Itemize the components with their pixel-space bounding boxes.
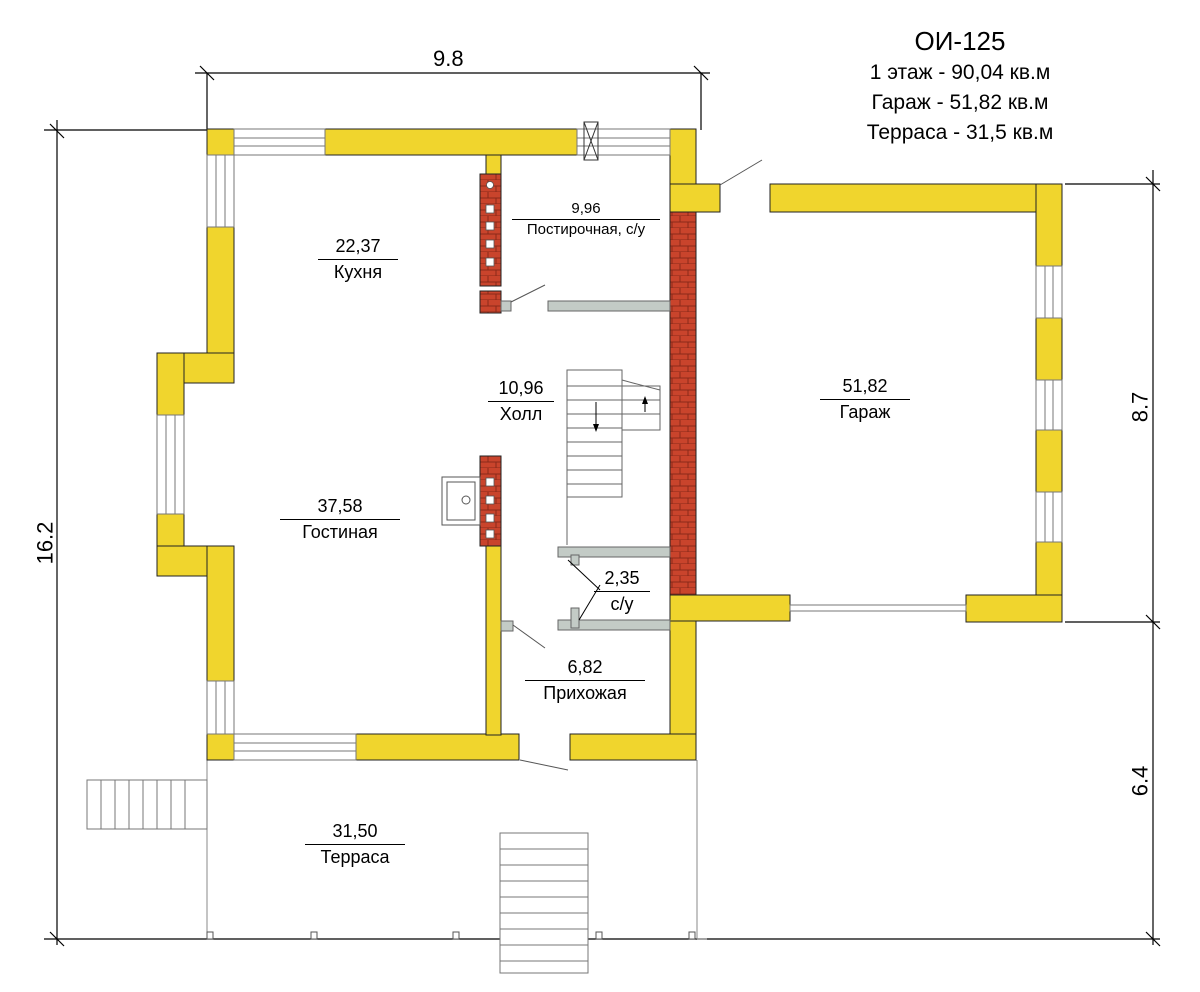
- fireplace: [441, 476, 481, 526]
- room-divider: [820, 399, 910, 400]
- terrace-steps-left: [86, 779, 208, 830]
- vent-mark: [583, 121, 599, 161]
- room-divider: [318, 259, 398, 260]
- title-block: ОИ-125 1 этаж - 90,04 кв.м Гараж - 51,82…: [820, 24, 1100, 148]
- external-walls: [156, 128, 1063, 761]
- room-name: Кухня: [333, 262, 383, 282]
- garage-area: Гараж - 51,82 кв.м: [871, 91, 1049, 114]
- dim-garage-depth: 8.7: [1127, 391, 1153, 423]
- room-name: Терраса: [320, 847, 390, 867]
- room-area: 22,37: [335, 236, 381, 256]
- room-area: 31,50: [332, 821, 378, 841]
- terrace-area: Терраса - 31,5 кв.м: [866, 121, 1054, 144]
- dim-height: 16.2: [32, 521, 58, 565]
- dim-width: 9.8: [433, 46, 464, 71]
- room-name: Прихожая: [543, 683, 627, 703]
- room-divider: [305, 844, 405, 845]
- room-area: 37,58: [317, 496, 363, 516]
- room-divider: [512, 219, 660, 220]
- chimney-holes: [485, 181, 495, 539]
- room-name: с/у: [610, 594, 634, 614]
- terrace-outline: [206, 760, 707, 940]
- room-terrace: 31,50 Терраса: [305, 820, 405, 868]
- room-name: Постирочная, с/у: [526, 221, 646, 238]
- brick-walls: [479, 173, 697, 596]
- room-divider: [594, 591, 650, 592]
- room-divider: [525, 680, 645, 681]
- staircase: [566, 369, 661, 545]
- windows: [156, 128, 1063, 761]
- room-bath: 2,35 с/у: [594, 567, 650, 615]
- room-area: 9,96: [571, 200, 601, 217]
- room-utility: 9,96 Постирочная, с/у: [512, 200, 660, 238]
- room-area: 6,82: [567, 657, 603, 677]
- room-living: 37,58 Гостиная: [280, 495, 400, 543]
- room-area: 2,35: [604, 568, 640, 588]
- door-swings: [510, 159, 763, 771]
- room-name: Гостиная: [302, 522, 378, 542]
- room-hall: 10,96 Холл: [488, 377, 554, 425]
- room-kitchen: 22,37 Кухня: [318, 235, 398, 283]
- floor1-area: 1 этаж - 90,04 кв.м: [869, 61, 1051, 84]
- room-entry: 6,82 Прихожая: [525, 656, 645, 704]
- partitions: [500, 300, 671, 632]
- project-title: ОИ-125: [914, 26, 1006, 56]
- room-divider: [280, 519, 400, 520]
- room-area: 10,96: [498, 378, 544, 398]
- terrace-posts: [206, 931, 696, 940]
- room-garage: 51,82 Гараж: [820, 375, 910, 423]
- room-area: 51,82: [842, 376, 888, 396]
- dim-terrace-depth: 6.4: [1127, 765, 1153, 797]
- room-name: Холл: [499, 404, 543, 424]
- room-divider: [488, 401, 554, 402]
- room-name: Гараж: [839, 402, 891, 422]
- terrace-steps-front: [499, 832, 589, 974]
